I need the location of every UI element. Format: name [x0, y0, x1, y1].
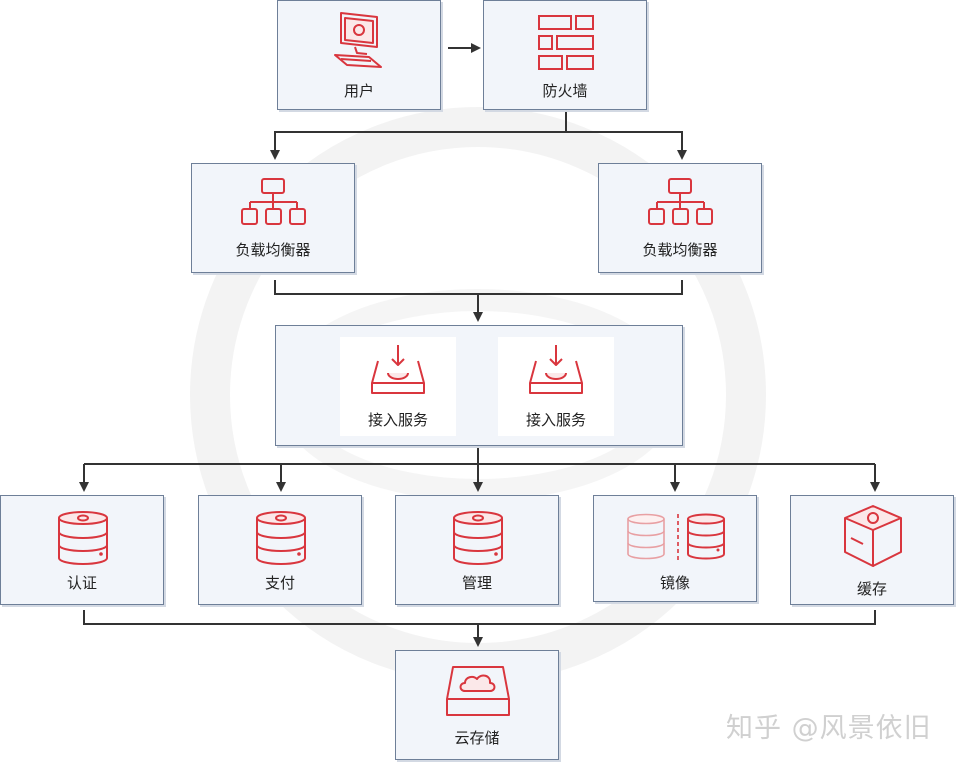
payment-node: 支付: [198, 495, 362, 605]
database-icon: [453, 511, 503, 565]
source-watermark: 知乎 @风景依旧: [726, 713, 932, 744]
access-service-a: 接入服务: [340, 337, 456, 436]
cloud-storage-node: 云存储: [395, 650, 559, 760]
connector-firewall-split: [270, 110, 567, 160]
access-service-b: 接入服务: [498, 337, 614, 436]
access-services-node: 接入服务 接入服务: [275, 325, 683, 446]
access-service-a-label: 接入服务: [367, 411, 428, 429]
mirror-node: 镜像: [593, 495, 757, 602]
auth-label: 认证: [66, 574, 97, 592]
load-balancer-right-node: 负载均衡器: [598, 163, 762, 273]
computer-icon: [334, 12, 382, 68]
network-tree-icon: [648, 178, 713, 225]
payment-label: 支付: [264, 574, 295, 592]
load-balancer-left-node: 负载均衡器: [191, 163, 355, 273]
mirror-database-icon: [627, 513, 725, 560]
inbox-download-icon: [371, 345, 425, 394]
cache-label: 缓存: [856, 580, 887, 598]
inbox-download-icon: [529, 345, 583, 394]
box-icon: [844, 505, 902, 567]
user-node: 用户: [277, 0, 441, 110]
connector-firewall-split-right: [566, 131, 687, 160]
database-icon: [256, 511, 306, 565]
database-icon: [58, 511, 108, 565]
connector-services-merge: [83, 610, 876, 625]
auth-node: 认证: [0, 495, 164, 605]
cache-node: 缓存: [790, 495, 954, 605]
load-balancer-right-label: 负载均衡器: [642, 241, 718, 259]
connector-lb-merge: [274, 280, 683, 295]
cloud-drive-icon: [446, 666, 510, 716]
management-label: 管理: [461, 574, 492, 592]
user-label: 用户: [343, 82, 374, 100]
firewall-label: 防火墙: [542, 82, 588, 100]
cloud-storage-label: 云存储: [454, 729, 500, 747]
mirror-label: 镜像: [659, 574, 690, 592]
load-balancer-left-label: 负载均衡器: [235, 241, 311, 259]
management-node: 管理: [395, 495, 559, 605]
network-tree-icon: [241, 178, 306, 225]
firewall-icon: [538, 15, 594, 70]
access-service-b-label: 接入服务: [525, 411, 586, 429]
firewall-node: 防火墙: [483, 0, 647, 110]
